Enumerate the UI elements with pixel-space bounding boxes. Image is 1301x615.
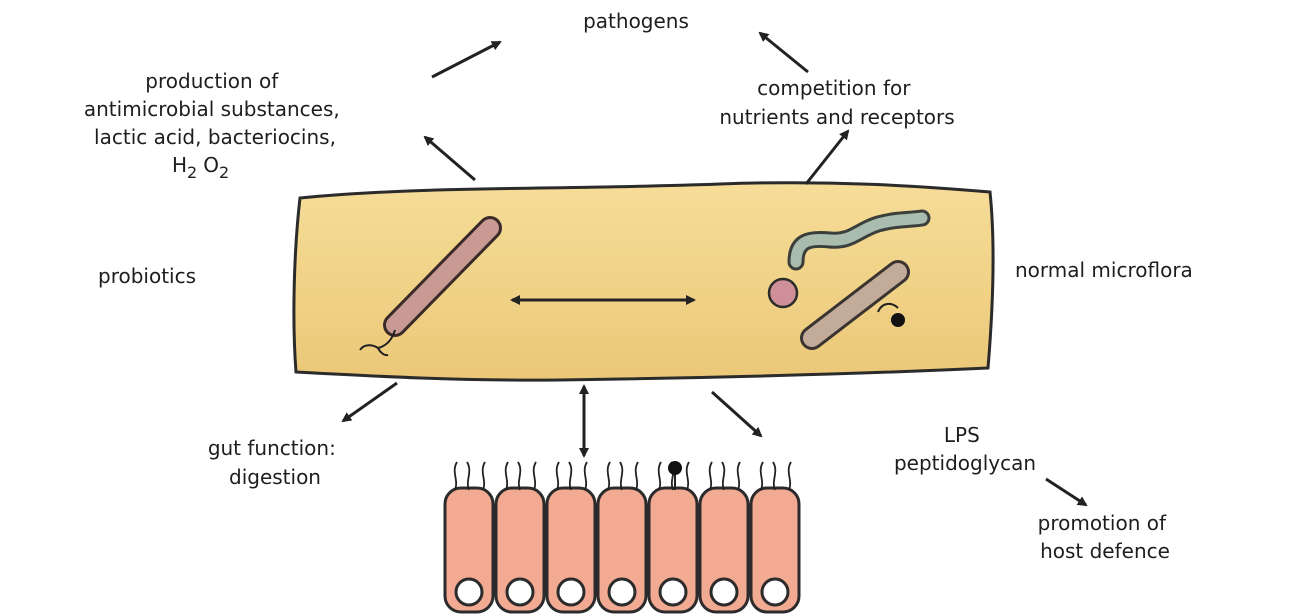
epithelial-cell: [598, 462, 646, 612]
lps-label: LPS peptidoglycan: [894, 423, 1036, 475]
epithelial-cell: [649, 462, 697, 612]
pathogens-label: pathogens: [583, 9, 689, 33]
arrow-to-host-defence: [1046, 479, 1086, 505]
arrow-to-pathogens-right: [760, 33, 808, 72]
epithelial-cell: [445, 462, 493, 612]
normal-microflora-label: normal microflora: [1015, 258, 1193, 282]
arrow-to-lps: [712, 392, 761, 436]
gut-function-label: gut function: digestion: [208, 436, 342, 489]
cell-nucleus: [558, 579, 584, 605]
coccus-bacterium-icon: [769, 279, 797, 307]
epithelial-cell: [700, 462, 748, 612]
cell-nucleus: [660, 579, 686, 605]
epithelial-cells: [445, 461, 799, 612]
antimicrobial-label: production of antimicrobial substances, …: [84, 69, 346, 149]
arrow-to-gut-function: [343, 383, 397, 421]
arrow-to-competition: [806, 131, 848, 184]
cell-nucleus: [507, 579, 533, 605]
cell-nucleus: [609, 579, 635, 605]
probiotics-label: probiotics: [98, 264, 196, 288]
host-defence-label: promotion of host defence: [1038, 511, 1173, 563]
competition-label: competition for nutrients and receptors: [719, 76, 954, 129]
arrow-to-pathogens-left: [432, 42, 500, 77]
epithelial-cell: [496, 462, 544, 612]
cell-nucleus: [711, 579, 737, 605]
cell-nucleus: [762, 579, 788, 605]
receptor-dot: [668, 461, 682, 475]
epithelial-cell: [751, 462, 799, 612]
epithelial-cell: [547, 462, 595, 612]
arrow-to-antimicrobial: [425, 137, 475, 180]
cell-nucleus: [456, 579, 482, 605]
